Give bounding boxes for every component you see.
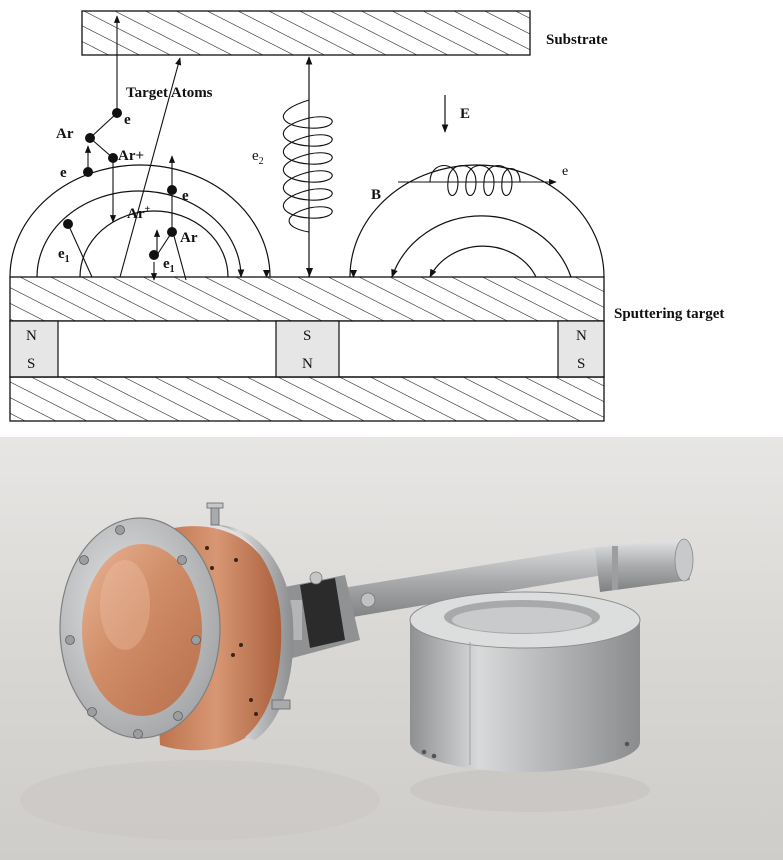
field-arrowheads — [263, 270, 357, 278]
e-field-label: E — [460, 106, 470, 122]
substrate-label: Substrate — [546, 32, 608, 48]
magnet-left-bottom: S — [27, 356, 35, 372]
magnet-left — [9, 320, 59, 378]
copper-target-shine — [100, 560, 150, 650]
ar-plus-top-label: Ar+ — [118, 148, 144, 164]
magnet-center-top: S — [303, 328, 311, 344]
ar-right-label: Ar — [180, 230, 198, 246]
center-arrow-down-head — [306, 268, 313, 277]
ring-reflection — [410, 768, 650, 812]
left-field-lines — [9, 164, 271, 278]
steel-collar — [215, 525, 294, 740]
table-reflection — [20, 760, 380, 840]
side-clamp-screw — [271, 699, 291, 710]
target-atoms-label: Target Atoms — [126, 85, 213, 101]
e1-left-label: e1 — [58, 246, 70, 265]
magnet-left-top: N — [26, 328, 37, 344]
e2-helix — [282, 99, 333, 233]
particle-dots — [63, 108, 177, 260]
rod — [330, 540, 645, 620]
magnet-center-bottom: N — [302, 356, 313, 372]
e2-label: e2 — [252, 148, 264, 167]
magnetron-sputtering-diagram: Substrate Sputtering target N S S N N S … — [9, 10, 724, 422]
magnet-right — [557, 320, 605, 378]
copper-target-face — [82, 544, 202, 716]
electron-cycloid — [429, 165, 521, 197]
collision-paths — [67, 15, 187, 281]
magnet-right-top: N — [576, 328, 587, 344]
top-clamp-screw — [206, 502, 224, 526]
e-top-label: e — [124, 112, 131, 128]
e1-mid-label: e1 — [163, 256, 175, 275]
flange-screws — [65, 525, 201, 739]
magnet-right-bottom: S — [577, 356, 585, 372]
ar-top-label: Ar — [56, 126, 74, 142]
rod-end-fitting — [595, 538, 694, 592]
substrate-plate — [81, 10, 531, 56]
right-field-lines — [349, 164, 605, 278]
ar-plus-mid-label: Ar+ — [127, 204, 151, 222]
base-plate — [9, 376, 605, 422]
sputtering-target-label: Sputtering target — [614, 306, 724, 322]
stainless-ring-shield — [409, 591, 641, 772]
b-field-label: B — [371, 187, 381, 203]
band-holes — [205, 546, 258, 716]
e-mid-label: e — [182, 188, 189, 204]
e-left-label: e — [60, 165, 67, 181]
electron-out-label: e — [562, 164, 568, 179]
